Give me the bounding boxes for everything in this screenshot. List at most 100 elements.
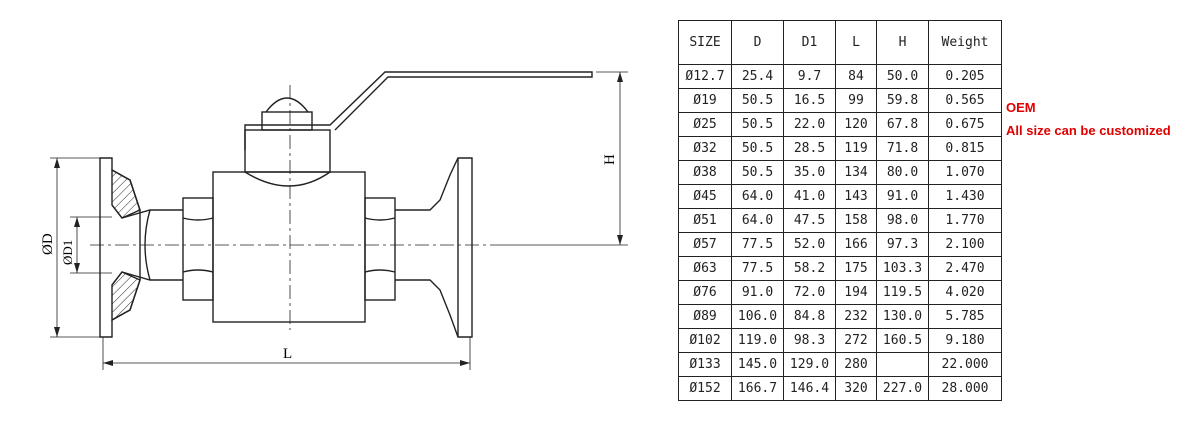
table-cell: 103.3 bbox=[876, 256, 929, 281]
table-cell: 98.0 bbox=[876, 208, 929, 233]
label-d1: ØD1 bbox=[60, 240, 75, 265]
table-cell: 106.0 bbox=[731, 304, 784, 329]
table-cell bbox=[876, 352, 929, 377]
table-cell: Ø76 bbox=[678, 280, 732, 305]
table-cell: 84.8 bbox=[783, 304, 836, 329]
table-cell: 50.0 bbox=[876, 64, 929, 89]
table-cell: 9.7 bbox=[783, 64, 836, 89]
table-cell: 28.5 bbox=[783, 136, 836, 161]
table-cell: 175 bbox=[835, 256, 877, 281]
header-h: H bbox=[876, 20, 929, 65]
table-cell: 71.8 bbox=[876, 136, 929, 161]
table-cell: 47.5 bbox=[783, 208, 836, 233]
table-cell: Ø89 bbox=[678, 304, 732, 329]
table-cell: 134 bbox=[835, 160, 877, 185]
table-cell: 50.5 bbox=[731, 136, 784, 161]
table-cell: Ø102 bbox=[678, 328, 732, 353]
right-hex-nut bbox=[364, 197, 396, 301]
table-cell: 119 bbox=[835, 136, 877, 161]
table-cell: 77.5 bbox=[731, 232, 784, 257]
table-header-row: SIZE D D1 L H Weight bbox=[678, 20, 1002, 65]
table-cell: 22.0 bbox=[783, 112, 836, 137]
table-cell: Ø45 bbox=[678, 184, 732, 209]
table-cell: 272 bbox=[835, 328, 877, 353]
label-l: L bbox=[283, 346, 292, 362]
table-cell: 143 bbox=[835, 184, 877, 209]
table-cell: 41.0 bbox=[783, 184, 836, 209]
left-clamp-ferrule bbox=[99, 157, 183, 338]
table-cell: 119.0 bbox=[731, 328, 784, 353]
table-cell: 9.180 bbox=[928, 328, 1002, 353]
table-cell: 146.4 bbox=[783, 376, 836, 401]
label-h: H bbox=[602, 154, 618, 165]
ball-valve-drawing: ØD ØD1 L H bbox=[40, 71, 628, 370]
table-cell: 98.3 bbox=[783, 328, 836, 353]
table-cell: 16.5 bbox=[783, 88, 836, 113]
table-cell: Ø19 bbox=[678, 88, 732, 113]
stem-cap bbox=[265, 97, 309, 113]
table-cell: Ø51 bbox=[678, 208, 732, 233]
table-cell: Ø25 bbox=[678, 112, 732, 137]
table-cell: 1.430 bbox=[928, 184, 1002, 209]
table-cell: 35.0 bbox=[783, 160, 836, 185]
table-cell: 28.000 bbox=[928, 376, 1002, 401]
customize-note: All size can be customized bbox=[1006, 123, 1171, 138]
table-cell: 91.0 bbox=[876, 184, 929, 209]
table-cell: 166 bbox=[835, 232, 877, 257]
table-cell: 0.815 bbox=[928, 136, 1002, 161]
table-cell: 160.5 bbox=[876, 328, 929, 353]
header-size: SIZE bbox=[678, 20, 732, 65]
table-cell: 64.0 bbox=[731, 184, 784, 209]
table-cell: 227.0 bbox=[876, 376, 929, 401]
handle bbox=[244, 71, 593, 150]
label-d: ØD bbox=[40, 233, 56, 255]
table-cell: 1.770 bbox=[928, 208, 1002, 233]
table-cell: 166.7 bbox=[731, 376, 784, 401]
table-cell: Ø63 bbox=[678, 256, 732, 281]
table-cell: Ø152 bbox=[678, 376, 732, 401]
table-cell: 25.4 bbox=[731, 64, 784, 89]
header-weight: Weight bbox=[928, 20, 1002, 65]
table-cell: 50.5 bbox=[731, 88, 784, 113]
header-d1: D1 bbox=[783, 20, 836, 65]
table-cell: 2.100 bbox=[928, 232, 1002, 257]
header-d: D bbox=[731, 20, 784, 65]
table-cell: 67.8 bbox=[876, 112, 929, 137]
valve-body bbox=[212, 171, 366, 323]
table-cell: 4.020 bbox=[928, 280, 1002, 305]
table-cell: Ø12.7 bbox=[678, 64, 732, 89]
table-cell: 0.205 bbox=[928, 64, 1002, 89]
table-cell: 80.0 bbox=[876, 160, 929, 185]
table-cell: Ø133 bbox=[678, 352, 732, 377]
table-cell: 59.8 bbox=[876, 88, 929, 113]
table-cell: 320 bbox=[835, 376, 877, 401]
table-cell: 129.0 bbox=[783, 352, 836, 377]
table-cell: 232 bbox=[835, 304, 877, 329]
bonnet bbox=[244, 129, 331, 173]
table-cell: 1.070 bbox=[928, 160, 1002, 185]
table-cell: 194 bbox=[835, 280, 877, 305]
table-cell: 72.0 bbox=[783, 280, 836, 305]
table-cell: 158 bbox=[835, 208, 877, 233]
table-cell: 91.0 bbox=[731, 280, 784, 305]
table-cell: 99 bbox=[835, 88, 877, 113]
table-cell: 0.565 bbox=[928, 88, 1002, 113]
table-cell: 50.5 bbox=[731, 112, 784, 137]
oem-note: OEM bbox=[1006, 100, 1036, 115]
table-cell: 2.470 bbox=[928, 256, 1002, 281]
